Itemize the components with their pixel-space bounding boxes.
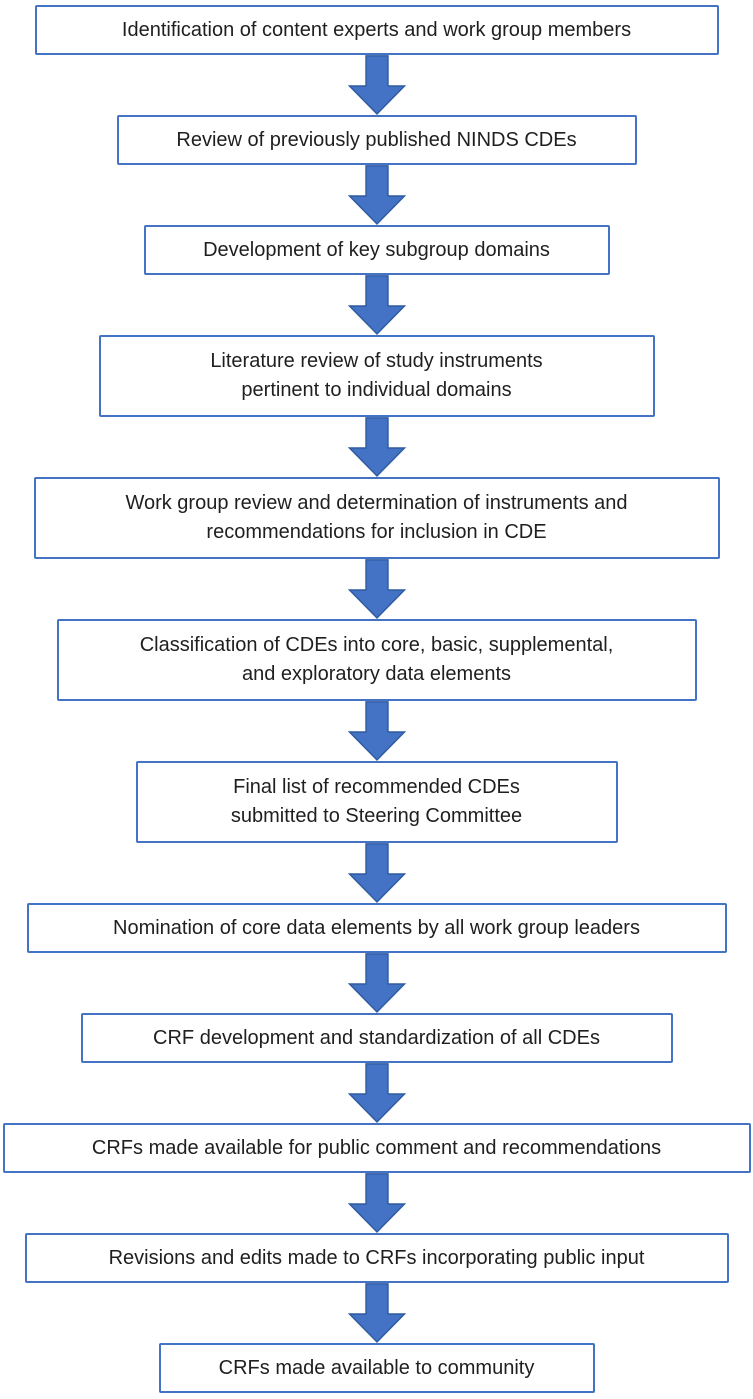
flow-step-1: Identification of content experts and wo…	[34, 5, 719, 55]
flow-step-7: Final list of recommended CDEs submitted…	[135, 761, 618, 843]
flow-step-9: CRF development and standardization of a…	[80, 1013, 673, 1063]
down-arrow-icon	[347, 417, 406, 477]
down-arrow-icon	[347, 275, 406, 335]
flow-step-11: Revisions and edits made to CRFs incorpo…	[24, 1233, 729, 1283]
down-arrow-icon	[347, 559, 406, 619]
down-arrow-icon	[347, 1283, 406, 1343]
down-arrow-icon	[347, 953, 406, 1013]
down-arrow-icon	[347, 1063, 406, 1123]
down-arrow-icon	[347, 843, 406, 903]
flow-step-5: Work group review and determination of i…	[33, 477, 720, 559]
down-arrow-icon	[347, 55, 406, 115]
flow-step-4: Literature review of study instruments p…	[98, 335, 655, 417]
down-arrow-icon	[347, 1173, 406, 1233]
flow-step-2: Review of previously published NINDS CDE…	[116, 115, 637, 165]
down-arrow-icon	[347, 165, 406, 225]
flow-step-10: CRFs made available for public comment a…	[2, 1123, 751, 1173]
flow-step-8: Nomination of core data elements by all …	[26, 903, 727, 953]
flow-step-3: Development of key subgroup domains	[143, 225, 610, 275]
flow-step-6: Classification of CDEs into core, basic,…	[56, 619, 697, 701]
flow-step-12: CRFs made available to community	[158, 1343, 595, 1393]
down-arrow-icon	[347, 701, 406, 761]
